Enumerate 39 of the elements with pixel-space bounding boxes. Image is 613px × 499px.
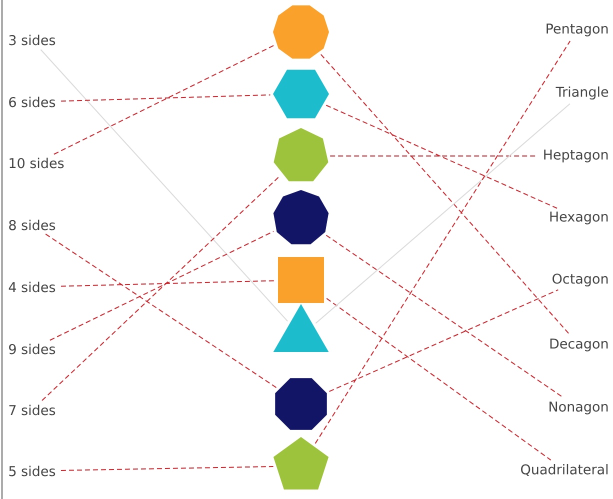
shape-name-label: Nonagon (550, 402, 608, 414)
square-shape (278, 257, 324, 303)
side-count-label: 3 sides (9, 34, 56, 46)
connector-line (326, 234, 564, 398)
connector-line (60, 466, 274, 471)
nonagon-shape (273, 190, 329, 244)
side-count-label: 4 sides (8, 282, 56, 292)
connector-line (45, 234, 277, 388)
side-count-label: 8 sides (9, 220, 56, 230)
pentagon-shape (273, 437, 329, 490)
shape-name-label: Quadrilateral (521, 464, 608, 476)
decagon-shape (273, 5, 329, 59)
shape-name-label: Heptagon (544, 150, 608, 162)
side-count-label: 10 sides (10, 158, 64, 168)
side-count-label: 5 sides (9, 466, 56, 476)
shape-name-label: Octagon (552, 274, 608, 286)
connector-line (315, 103, 570, 324)
shape-name-label: Triangle (556, 86, 608, 100)
side-count-label: 9 sides (9, 344, 56, 354)
shape-name-label: Hexagon (550, 212, 608, 224)
connector-line (326, 104, 558, 209)
octagon-shape (275, 378, 327, 430)
connector-line (42, 175, 281, 402)
side-count-label: 6 sides (9, 96, 56, 108)
heptagon-shape (274, 128, 328, 182)
connector-line (60, 280, 276, 287)
connector-line (60, 94, 271, 102)
shape-name-label: Decagon (550, 338, 608, 352)
connector-line (328, 289, 559, 392)
connector-line (314, 40, 571, 444)
connector-line (53, 44, 274, 155)
hexagon-shape (273, 70, 329, 118)
shape-name-label: Pentagon (546, 24, 608, 36)
connector-line (320, 54, 570, 335)
side-count-label: 7 sides (9, 404, 56, 416)
connector-line (40, 49, 288, 322)
connector-line (49, 230, 274, 341)
triangle-shape (273, 304, 329, 352)
connector-line (326, 298, 552, 461)
